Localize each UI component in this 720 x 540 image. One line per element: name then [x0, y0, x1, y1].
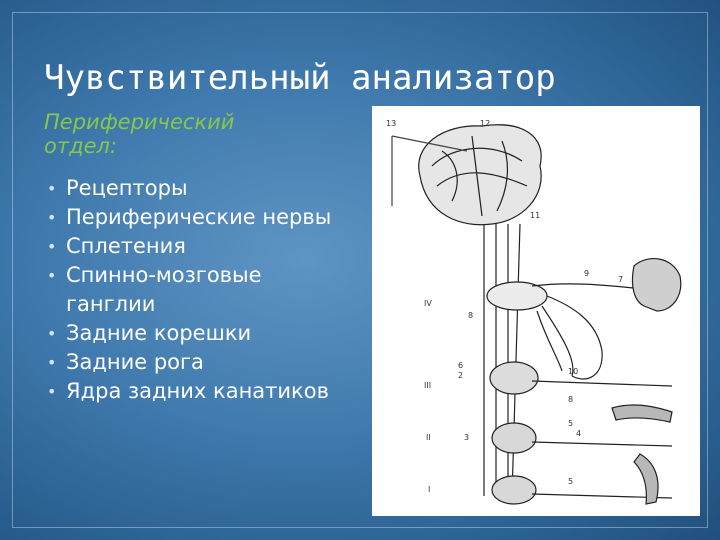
- figure-label: 11: [530, 211, 540, 220]
- list-item: •Спинно-мозговые ганглии: [47, 263, 262, 316]
- bullet-icon: •: [47, 208, 57, 227]
- figure-label: 12: [480, 119, 490, 128]
- figure-label: 2: [458, 371, 463, 380]
- bullet-list: •Рецепторы •Периферические нервы •Сплете…: [44, 174, 384, 406]
- figure-label: 4: [576, 429, 581, 438]
- list-item: •Задние корешки: [44, 319, 384, 348]
- list-item: •Ядра задних канатиков: [44, 377, 384, 406]
- bullet-icon: •: [47, 237, 57, 256]
- slide-subtitle: Периферический отдел:: [44, 110, 235, 158]
- figure-label: 3: [464, 433, 469, 442]
- level-label: II: [426, 433, 431, 442]
- slide-frame: [12, 12, 708, 528]
- bullet-icon: •: [47, 266, 57, 285]
- level-label: III: [424, 381, 431, 390]
- sensory-pathway-illustration: 13 12 11 9 7 8 6 2 10 8 5 4 3 5 IV III I…: [372, 106, 700, 516]
- figure-label: 8: [568, 395, 573, 404]
- bullet-icon: •: [47, 382, 57, 401]
- figure-label: 9: [584, 269, 589, 278]
- bullet-icon: •: [47, 353, 57, 372]
- level-label: I: [428, 485, 430, 494]
- list-item: •Периферические нервы: [44, 203, 384, 232]
- list-item: •Сплетения: [44, 232, 384, 261]
- figure-label: 5: [568, 419, 573, 428]
- figure-label: 13: [386, 119, 396, 128]
- list-item: •Задние рога: [44, 348, 384, 377]
- figure-label: 10: [568, 367, 578, 376]
- slide-title: Чувствительный анализатор: [44, 58, 556, 98]
- bullet-icon: •: [47, 324, 57, 343]
- list-item: •Рецепторы: [44, 174, 384, 203]
- anatomy-drawing: 13 12 11 9 7 8 6 2 10 8 5 4 3 5 IV III I…: [386, 119, 682, 505]
- figure-label: 8: [468, 311, 473, 320]
- figure-label: 5: [568, 477, 573, 486]
- level-label: IV: [424, 299, 432, 308]
- figure-label: 6: [458, 361, 463, 370]
- bullet-icon: •: [47, 179, 57, 198]
- figure-label: 7: [618, 275, 623, 284]
